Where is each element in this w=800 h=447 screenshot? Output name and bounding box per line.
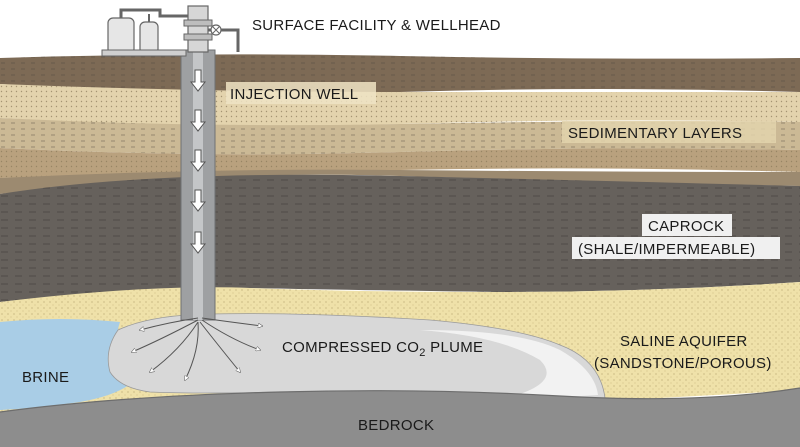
flow-arrows — [189, 69, 207, 254]
label-caprock-description: (SHALE/IMPERMEABLE) — [578, 241, 755, 258]
label-co2-plume: COMPRESSED CO2 PLUME — [282, 339, 483, 359]
brine-zone — [0, 319, 135, 410]
label-brine: BRINE — [22, 369, 69, 386]
bedrock-layer — [0, 387, 800, 447]
label-caprock: CAPROCK — [648, 218, 724, 235]
label-sedimentary-layers: SEDIMENTARY LAYERS — [568, 125, 742, 142]
label-bg-sedimentary — [562, 121, 776, 143]
label-surface-facility: SURFACE FACILITY & WELLHEAD — [252, 17, 501, 34]
injection-well — [180, 49, 216, 321]
label-aquifer-description: (SANDSTONE/POROUS) — [594, 355, 772, 372]
label-bg-injection-well — [226, 82, 376, 104]
topsoil-layer — [0, 54, 800, 94]
label-bg-caprock-desc — [572, 237, 780, 259]
label-bedrock: BEDROCK — [358, 417, 434, 434]
label-saline-aquifer: SALINE AQUIFER — [620, 333, 748, 350]
plume-arrows — [132, 317, 262, 380]
label-bg-caprock — [642, 214, 732, 236]
surface-facility — [101, 5, 240, 57]
label-injection-well: INJECTION WELL — [230, 86, 358, 103]
